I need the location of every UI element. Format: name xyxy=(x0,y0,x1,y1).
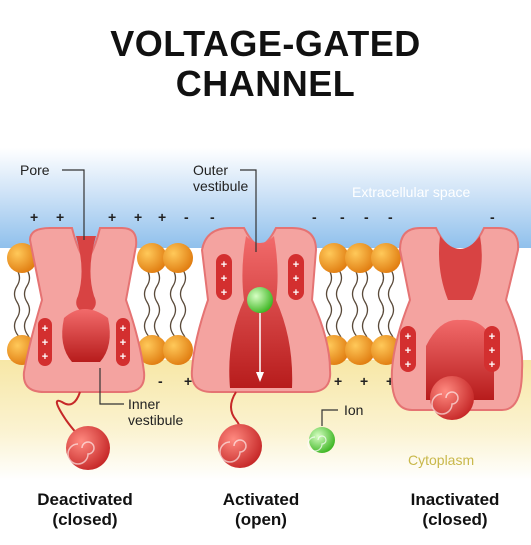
positive-charge: + xyxy=(56,209,64,225)
state-condition: (closed) xyxy=(422,510,488,529)
inactivation-ball-2 xyxy=(218,424,262,468)
lipid-head xyxy=(345,335,375,365)
sensor-positive-charge: + xyxy=(42,337,48,349)
inner-vestibule-label-line2: vestibule xyxy=(128,412,183,428)
sensor-positive-charge: + xyxy=(405,345,411,357)
state-condition: (closed) xyxy=(52,510,118,529)
lipid-head xyxy=(371,243,401,273)
lipid-tail xyxy=(169,269,177,349)
sensor-positive-charge: + xyxy=(293,259,299,271)
sensor-positive-charge: + xyxy=(120,351,126,363)
sensor-positive-charge: + xyxy=(42,351,48,363)
inner-vestibule-label-line1: Inner xyxy=(128,396,160,412)
channel-activated xyxy=(190,227,332,468)
lipid-tail xyxy=(387,269,395,349)
cytoplasm-label: Cytoplasm xyxy=(408,452,474,468)
lipid-head xyxy=(137,335,167,365)
state-label-activated: Activated (open) xyxy=(186,490,336,530)
ion-in-pore xyxy=(247,287,273,313)
state-label-inactivated: Inactivated (closed) xyxy=(380,490,530,530)
title-line-2: CHANNEL xyxy=(175,63,356,104)
sensor-positive-charge: + xyxy=(120,337,126,349)
lipid-head xyxy=(319,243,349,273)
sensor-positive-charge: + xyxy=(405,331,411,343)
lipid-tail xyxy=(335,269,343,349)
outer-vestibule-label-line2: vestibule xyxy=(193,178,248,194)
lipid-tail xyxy=(351,269,359,349)
positive-charge: + xyxy=(134,209,142,225)
state-condition: (open) xyxy=(235,510,287,529)
sensor-positive-charge: + xyxy=(489,345,495,357)
negative-charge: - xyxy=(210,209,215,225)
sensor-positive-charge: + xyxy=(221,259,227,271)
inactivation-ball-1 xyxy=(66,426,110,470)
lipid-bilayer xyxy=(7,243,401,365)
lipid-tail xyxy=(361,269,369,349)
membrane-charges: +++++----------++++ xyxy=(30,209,495,389)
negative-charge: - xyxy=(490,209,495,225)
negative-charge: - xyxy=(340,209,345,225)
free-ion xyxy=(309,427,335,453)
voltage-sensor-charges: + + + + + + + + + + + + + + + + + + xyxy=(42,259,495,371)
inactivation-ball-3 xyxy=(430,376,474,420)
ion-label: Ion xyxy=(344,402,363,418)
positive-charge: + xyxy=(386,373,394,389)
lipid-tail xyxy=(13,269,21,349)
pore-label: Pore xyxy=(20,162,50,178)
sensor-positive-charge: + xyxy=(42,323,48,335)
state-name: Inactivated xyxy=(410,490,500,509)
sensor-positive-charge: + xyxy=(221,287,227,299)
extracellular-background xyxy=(0,148,531,248)
positive-charge: + xyxy=(30,209,38,225)
positive-charge: + xyxy=(334,373,342,389)
lipid-tail xyxy=(153,269,161,349)
positive-charge: + xyxy=(184,373,192,389)
state-name: Deactivated xyxy=(37,490,133,509)
outer-vestibule-label-line1: Outer xyxy=(193,162,228,178)
lipid-tail xyxy=(23,269,31,349)
positive-charge: + xyxy=(158,209,166,225)
channel-inactivated xyxy=(390,227,524,420)
sensor-positive-charge: + xyxy=(489,331,495,343)
sensor-positive-charge: + xyxy=(120,323,126,335)
sensor-positive-charge: + xyxy=(293,287,299,299)
lipid-head xyxy=(163,243,193,273)
negative-charge: - xyxy=(364,209,369,225)
negative-charge: - xyxy=(184,209,189,225)
lipid-head xyxy=(137,243,167,273)
lipid-head xyxy=(7,243,37,273)
lipid-tail xyxy=(143,269,151,349)
lipid-tail xyxy=(377,269,385,349)
lipid-head xyxy=(345,243,375,273)
lipid-head xyxy=(163,335,193,365)
title-line-1: VOLTAGE-GATED xyxy=(110,23,421,64)
negative-charge: - xyxy=(158,373,163,389)
negative-charge: - xyxy=(312,209,317,225)
state-label-deactivated: Deactivated (closed) xyxy=(10,490,160,530)
extracellular-label: Extracellular space xyxy=(352,184,470,200)
channel-deactivated xyxy=(22,227,146,470)
sensor-positive-charge: + xyxy=(221,273,227,285)
sensor-positive-charge: + xyxy=(489,359,495,371)
lipid-tail xyxy=(179,269,187,349)
positive-charge: + xyxy=(360,373,368,389)
sensor-positive-charge: + xyxy=(405,359,411,371)
lipid-tail xyxy=(325,269,333,349)
positive-charge: + xyxy=(108,209,116,225)
state-name: Activated xyxy=(222,490,300,509)
sensor-positive-charge: + xyxy=(293,273,299,285)
negative-charge: - xyxy=(388,209,393,225)
